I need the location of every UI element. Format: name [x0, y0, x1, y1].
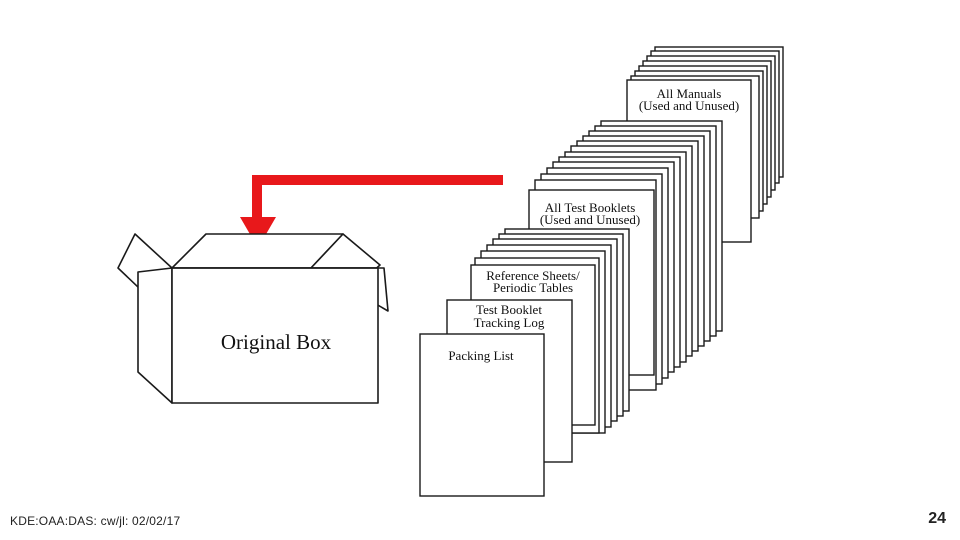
- tracking-log-label-line2: Tracking Log: [474, 315, 545, 330]
- box-label: Original Box: [221, 330, 332, 354]
- footer-text: KDE:OAA:DAS: cw/jl: 02/02/17: [10, 514, 181, 528]
- test-booklets-label-line2: (Used and Unused): [540, 212, 640, 227]
- packing-list: Packing List: [419, 333, 545, 497]
- reference-label-line1: Reference Sheets/: [486, 268, 580, 283]
- test-booklets-label-line1: All Test Booklets: [545, 200, 636, 215]
- page-number: 24: [928, 510, 946, 527]
- manuals-label-line1: All Manuals: [657, 86, 722, 101]
- arrow-head: [240, 217, 276, 248]
- manuals-label-line2: (Used and Unused): [639, 98, 739, 113]
- original-box: Original Box: [117, 233, 389, 404]
- reference-label-line2: Periodic Tables: [493, 280, 573, 295]
- arrow-shaft: [252, 175, 503, 218]
- red-arrow: [240, 175, 503, 248]
- tracking-log-label-line1: Test Booklet: [476, 302, 542, 317]
- packing-list-label: Packing List: [448, 348, 514, 363]
